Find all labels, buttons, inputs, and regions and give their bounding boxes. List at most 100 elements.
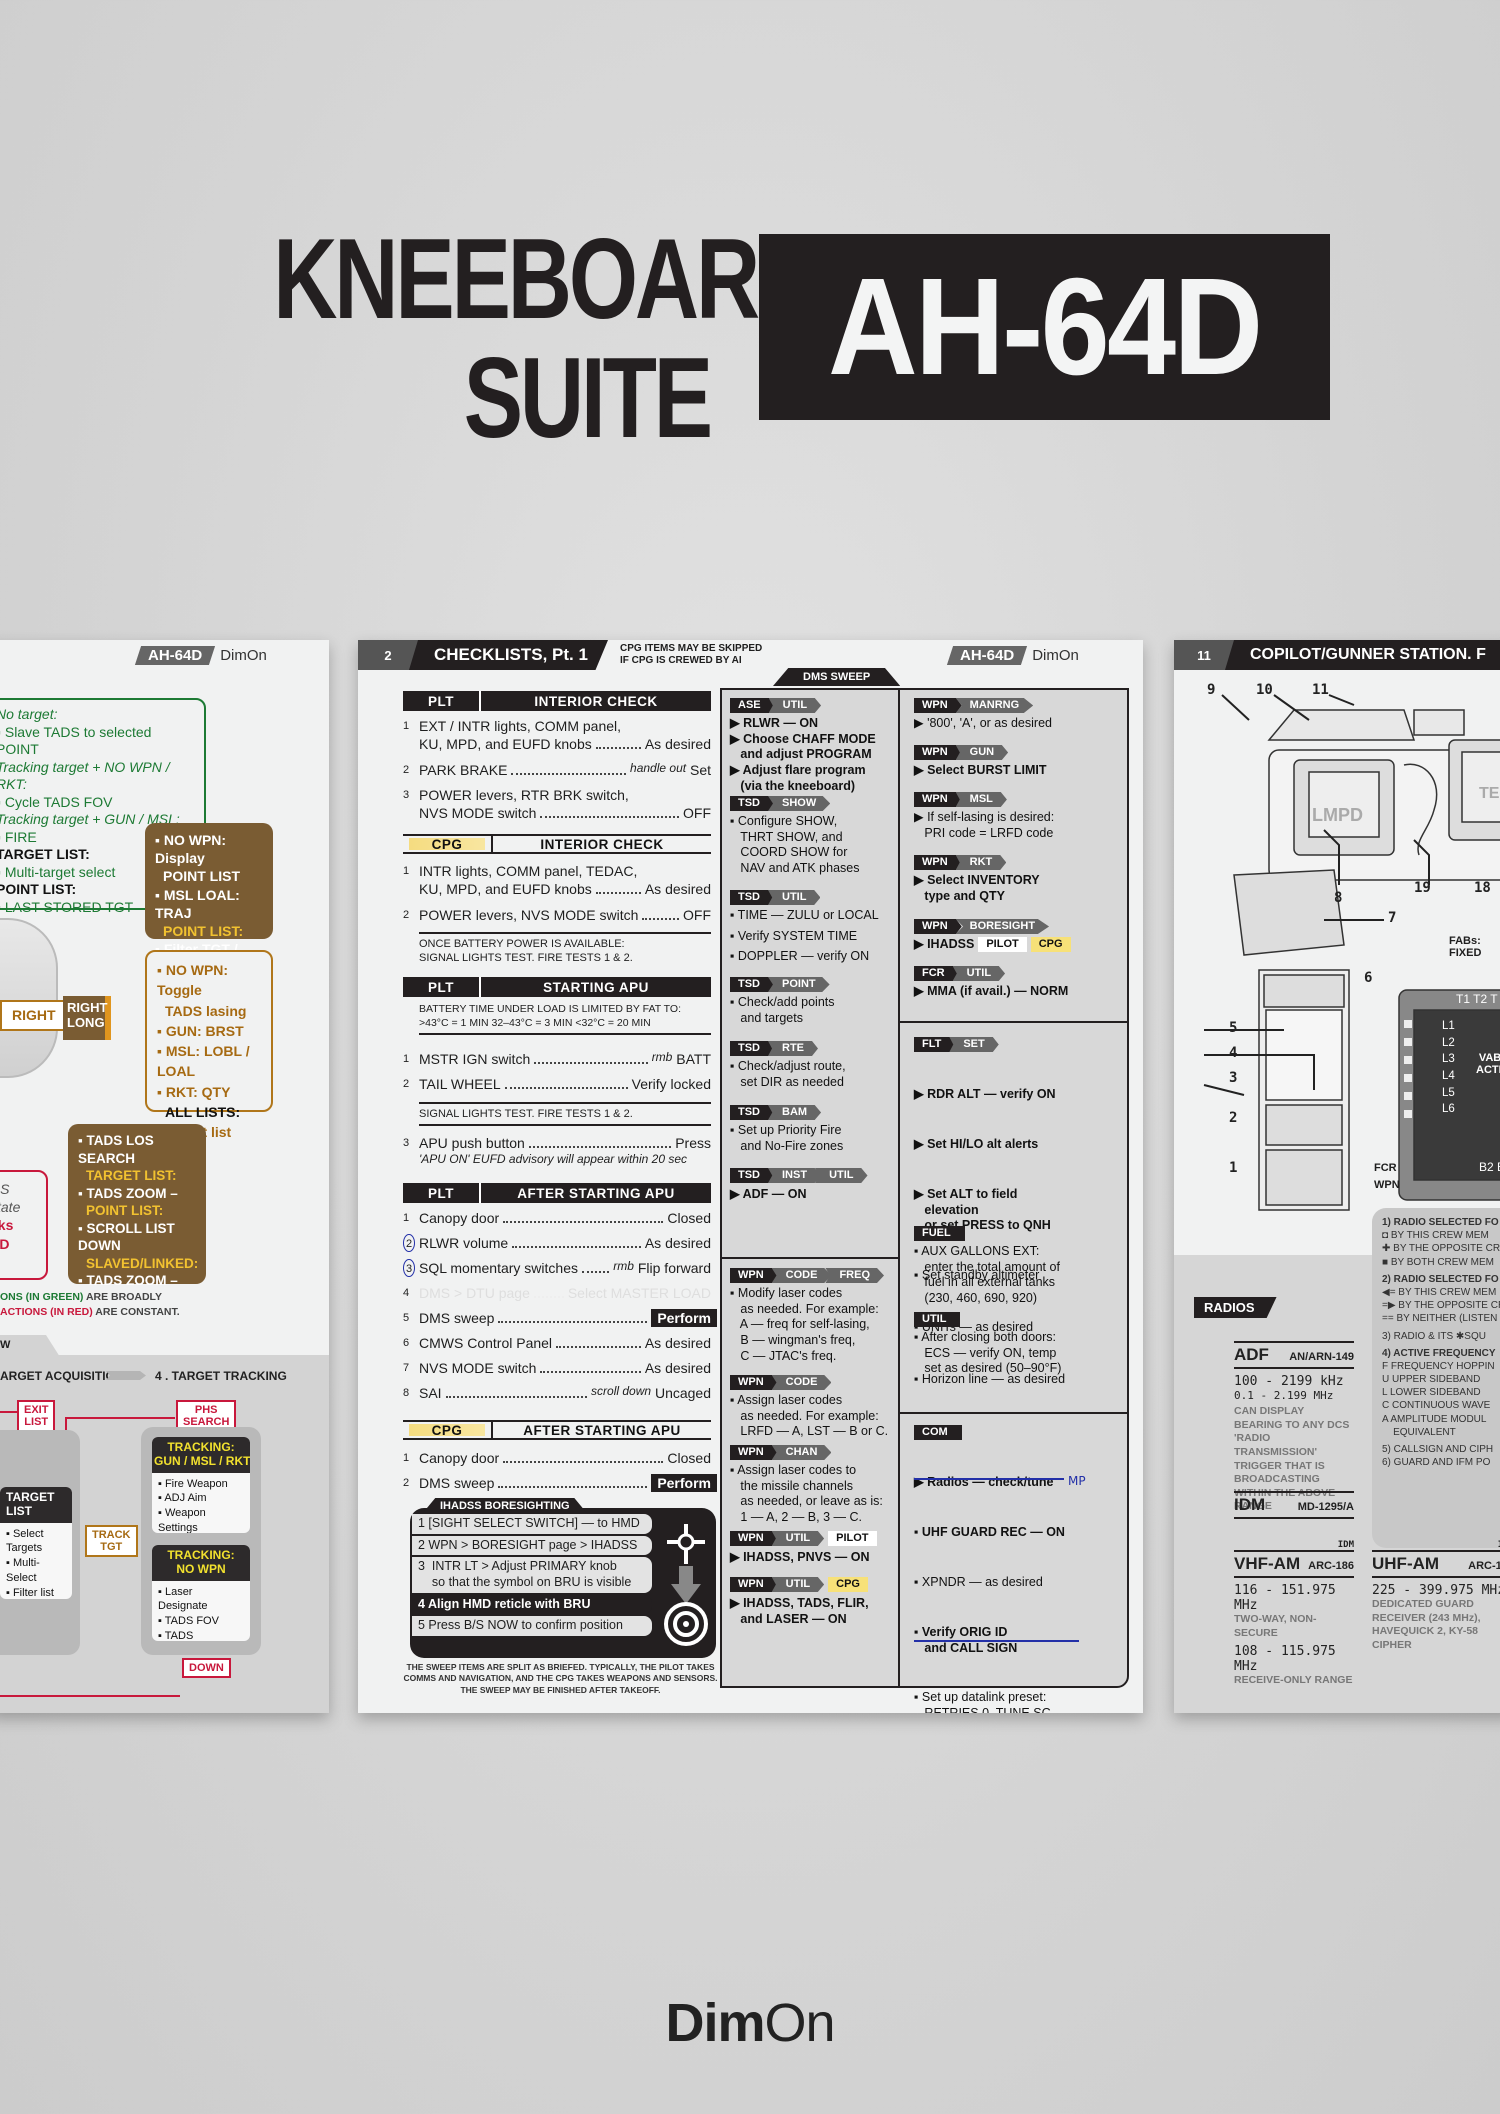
callout-label: 2 [1229, 1110, 1238, 1126]
fabs-label: FABs: FIXED [1449, 935, 1482, 959]
boresight-steps: 1 [SIGHT SELECT SWITCH] — to HMD 2 WPN >… [412, 1514, 652, 1638]
dms-divider [720, 1257, 898, 1259]
dms-lines: ▶ RLWR — ON▶ Choose CHAFF MODE and adjus… [730, 716, 876, 793]
section-plt-after-starting-apu: PLT AFTER STARTING APU [403, 1183, 711, 1203]
handwritten-note: MP [1068, 1474, 1086, 1488]
ob-line: ▪ MSL: LOBL / LOAL [157, 1043, 250, 1080]
dms-lines: ▶ If self-lasing is desired: PRI code = … [914, 810, 1055, 840]
flow-line [65, 1417, 175, 1419]
bb2-line: TARGET LIST: [86, 1168, 177, 1184]
dms-sweep-panel [720, 688, 1129, 1688]
ob-line: ▪ RKT: QTY [157, 1083, 231, 1100]
bb2-line: SLAVED/LINKED: [86, 1255, 199, 1271]
callout-label: 18 [1474, 880, 1491, 896]
bb2-line: ▪ SCROLL LIST DOWN [78, 1220, 175, 1254]
page-header-tag: AH-64D DimOn [946, 646, 1079, 665]
legend-line: =▶ BY THE OPPOSITE CR [1382, 1300, 1500, 1312]
breadcrumb-com: COM [914, 1425, 962, 1440]
legend-line: A AMPLITUDE MODUL [1382, 1413, 1487, 1425]
gb-line: ▪ Multi-target select [0, 863, 116, 880]
legend-line: C CONTINUOUS WAVE [1382, 1400, 1491, 1412]
callout-label: 6 [1364, 970, 1373, 986]
dms-lines: ▶ Select BURST LIMIT [914, 763, 1047, 777]
dms-lines: ▪ AUX GALLONS EXT: enter the total amoun… [914, 1244, 1060, 1305]
flow-step-4: 4 . TARGET TRACKING [155, 1369, 287, 1383]
page-title: COPILOT/GUNNER STATION. F [1250, 646, 1486, 663]
battery-note: ONCE BATTERY POWER IS AVAILABLE: SIGNAL … [419, 932, 711, 966]
legend-line: ✚ BY THE OPPOSITE CR [1382, 1243, 1500, 1255]
section-role: CPG [409, 1423, 485, 1438]
legend-line: U UPPER SIDEBAND [1382, 1374, 1481, 1386]
gb-line: TARGET LIST: [0, 846, 90, 862]
cockpit-diagram [1203, 694, 1500, 1211]
boresight-step: 3 INTR LT > Adjust PRIMARY knob so that … [412, 1557, 652, 1593]
adf-description: CAN DISPLAY BEARING TO ANY DCS 'RADIO TR… [1234, 1405, 1350, 1513]
page-checklists: 2 CHECKLISTS, Pt. 1 CPG ITEMS MAY BE SKI… [358, 640, 1143, 1713]
hero-title-line1: KNEEBOARD [273, 216, 821, 343]
dms-lines: ▶ Select INVENTORY type and QTY [914, 873, 1040, 903]
page-title-bar: 2 CHECKLISTS, Pt. 1 [358, 640, 608, 670]
section-plt-interior-check: PLT INTERIOR CHECK [403, 691, 711, 711]
phs-search-tag: PHS SEARCH [176, 1400, 237, 1433]
callout-label: 19 [1414, 880, 1431, 896]
dms-lines: ▪ Assign laser codes as needed. For exam… [730, 1393, 889, 1439]
callout-label: 11 [1312, 682, 1329, 698]
bb-line: POINT LIST [163, 868, 240, 885]
bb2-line: ▪ TADS ZOOM – [78, 1185, 178, 1201]
gb-line: Tracking target + NO WPN / RKT: [0, 758, 170, 793]
right-long-button[interactable]: RIGHT LONG [63, 996, 111, 1040]
card-title: TARGET LIST [0, 1487, 72, 1523]
color-legend-note: ONS (IN GREEN) ARE BROADLY ACTIONS (IN R… [0, 1291, 180, 1318]
subtitle-line: CPG ITEMS MAY BE SKIPPED [620, 643, 763, 654]
signal-note: SIGNAL LIGHTS TEST. FIRE TESTS 1 & 2. [419, 1102, 711, 1127]
section-cpg-after-starting-apu: CPG AFTER STARTING APU [403, 1420, 711, 1440]
page-number: 2 [358, 640, 418, 670]
breadcrumb-fuel: FUEL [914, 1226, 965, 1241]
dms-lines: ▪ After closing both doors: ECS — verify… [914, 1330, 1062, 1376]
legend-line: 6) GUARD AND IFM PO [1382, 1457, 1491, 1469]
legend-line: ◀= BY THIS CREW MEM [1382, 1286, 1497, 1298]
legend-line: ■ BY BOTH CREW MEM [1382, 1256, 1494, 1268]
tedac-label: TED [1479, 785, 1500, 802]
card-item: ▪ ADJ Aim [158, 1492, 207, 1505]
dms-divider [898, 1021, 1129, 1023]
adf-range-mhz: 0.1 - 2.199 MHz [1234, 1389, 1334, 1402]
page-header-tag: AH-64D DimOn [134, 646, 267, 665]
right-button[interactable]: RIGHT [0, 1000, 68, 1032]
callout-label: 10 [1256, 682, 1273, 698]
card-body: ▪ Laser Designate ▪ TADS FOV ▪ TADS FLIR… [152, 1581, 250, 1641]
callout-label: 5 [1229, 1020, 1238, 1036]
section-plt-starting-apu: PLT STARTING APU [403, 977, 711, 997]
callout-label: 1 [1229, 1160, 1238, 1176]
section-role: PLT [428, 979, 454, 995]
dms-lines: ▶ '800', 'A', or as desired [914, 716, 1052, 730]
legend-line: 4) ACTIVE FREQUENCY [1382, 1347, 1496, 1359]
ob-line: ▪ GUN: BRST [157, 1022, 244, 1039]
